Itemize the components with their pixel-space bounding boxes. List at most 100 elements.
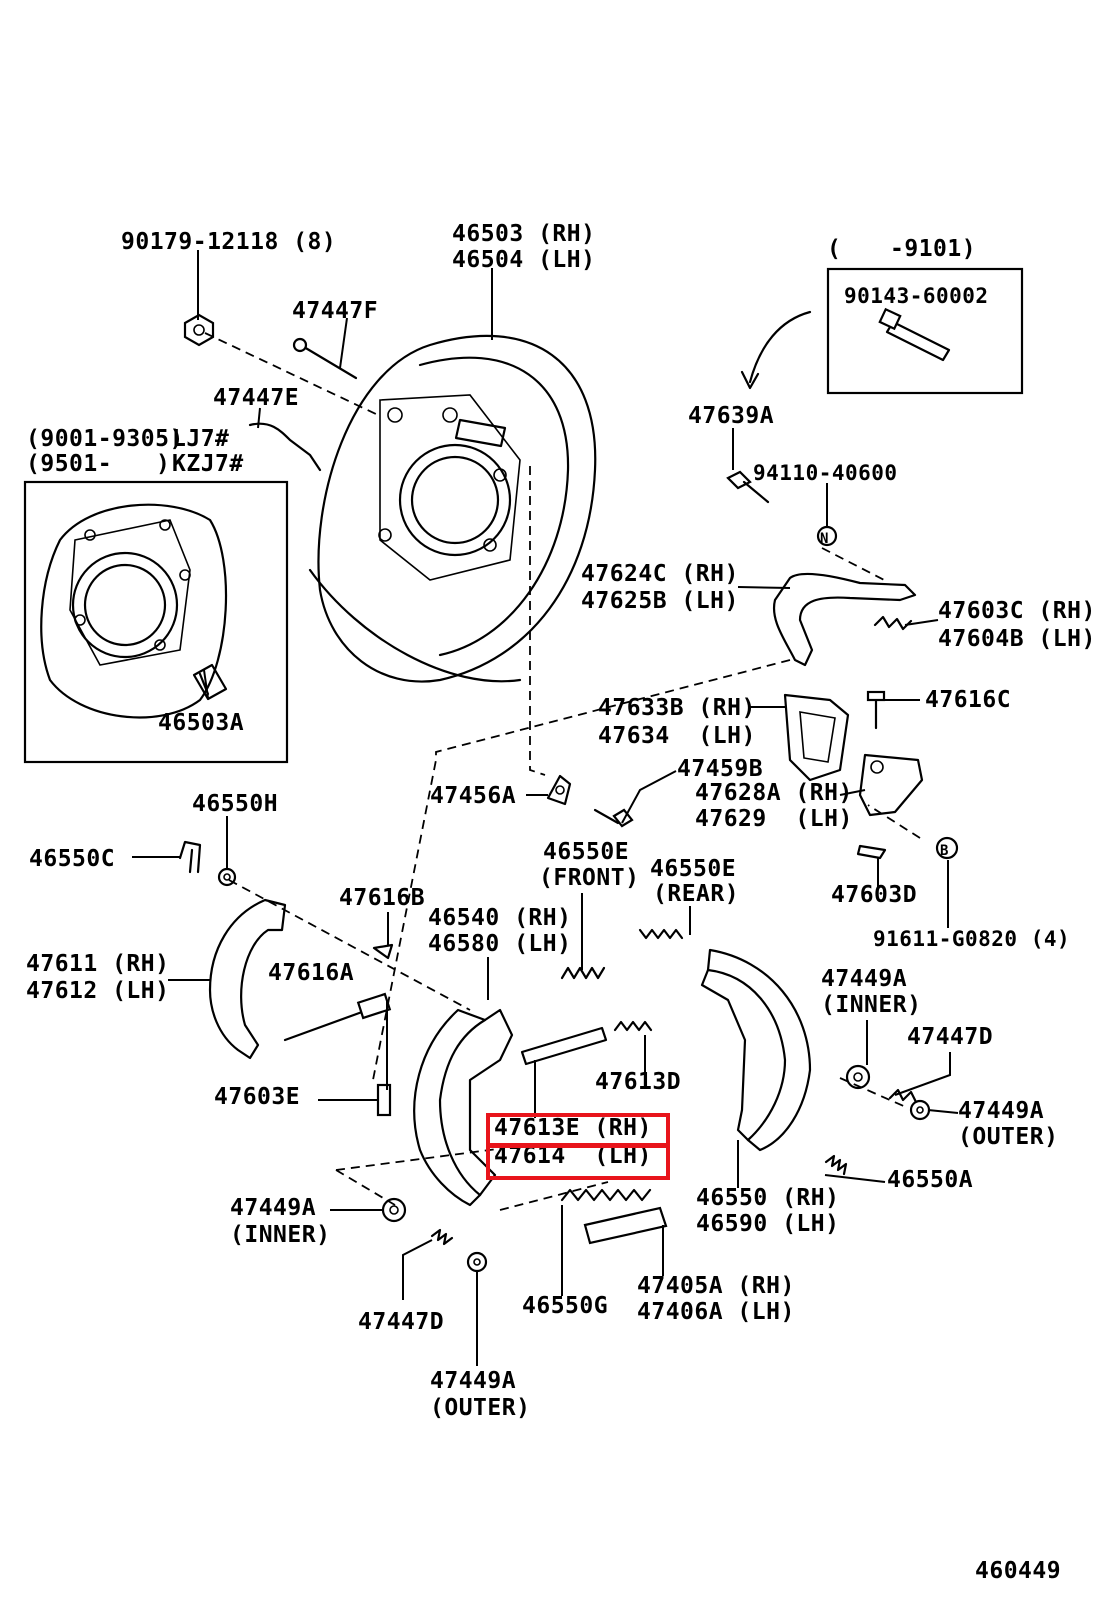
label-47447E: 47447E <box>213 385 299 411</box>
figure-id: 460449 <box>975 1558 1061 1584</box>
n-marker-label: N <box>820 531 829 547</box>
tube-47447E <box>248 422 322 472</box>
label-46590: 46590 (LH) <box>696 1211 839 1237</box>
inset-codes-2: (9501- <box>26 451 112 477</box>
spring-46550A <box>824 1154 848 1176</box>
adjuster-47613E <box>520 1026 608 1066</box>
shoe-46550 <box>700 948 812 1152</box>
label-47447D-right: 47447D <box>907 1024 993 1050</box>
inset-close-2: ) <box>156 451 170 477</box>
b-marker: B <box>935 836 959 860</box>
label-90179-12118: 90179-12118 (8) <box>121 229 336 255</box>
washer-47449A-inner-left <box>381 1197 407 1223</box>
label-47449A-outer-right: 47449A <box>958 1098 1044 1124</box>
label-inner-left: (INNER) <box>230 1222 330 1248</box>
label-46503A: 46503A <box>158 710 244 736</box>
label-outer-left: (OUTER) <box>430 1395 530 1421</box>
adjuster-47405A <box>583 1206 668 1245</box>
label-inner-right: (INNER) <box>821 992 921 1018</box>
label-47449A-inner-left: 47449A <box>230 1195 316 1221</box>
label-47639A: 47639A <box>688 403 774 429</box>
assembly-dash-lines <box>204 332 921 1211</box>
spring-47613D <box>613 1020 653 1032</box>
bolt-box-range: -9101) <box>890 236 976 262</box>
pin-47616C <box>866 690 886 730</box>
clip-47456A <box>546 774 572 806</box>
washer-47449A-outer-left <box>466 1251 488 1273</box>
label-47447F: 47447F <box>292 298 378 324</box>
label-47633B: 47633B (RH) <box>598 695 756 721</box>
highlight-boxes <box>486 1113 670 1180</box>
label-47634: 47634 (LH) <box>598 723 756 749</box>
label-47405A: 47405A (RH) <box>637 1273 795 1299</box>
label-47459B: 47459B <box>677 756 763 782</box>
label-47406A: 47406A (LH) <box>637 1299 795 1325</box>
label-47629: 47629 (LH) <box>695 806 853 832</box>
label-46550E-rear: 46550E <box>650 856 736 882</box>
label-47603C: 47603C (RH) <box>938 598 1094 624</box>
bolt-box <box>740 267 1024 395</box>
label-46504: 46504 (LH) <box>452 247 595 273</box>
spring-47447D-right <box>888 1088 918 1104</box>
shoe-46540 <box>413 1008 514 1207</box>
label-47616B: 47616B <box>339 885 425 911</box>
callout-labels: 90179-12118 (8) 46503 (RH) 46504 (LH) 47… <box>26 221 1094 1584</box>
label-90143-60002: 90143-60002 <box>844 284 989 308</box>
label-47616A: 47616A <box>268 960 354 986</box>
bolt-47447F <box>292 337 358 380</box>
label-47449A-inner-right: 47449A <box>821 966 907 992</box>
label-46503: 46503 (RH) <box>452 221 595 247</box>
pin-47603E <box>376 1083 392 1117</box>
bolt-47639A <box>726 470 770 504</box>
inset-model-1: LJ7# <box>172 426 229 452</box>
spring-46550G <box>560 1188 652 1202</box>
label-47603D: 47603D <box>831 882 917 908</box>
inset-codes-1: (9001-9305) <box>26 426 184 452</box>
spring-46550E-rear <box>638 928 684 940</box>
inset-model-2: KZJ7# <box>172 451 244 477</box>
bellcrank-47633B <box>783 693 850 782</box>
clip-47616B <box>372 943 394 960</box>
label-47613D: 47613D <box>595 1069 681 1095</box>
label-47611: 47611 (RH) <box>26 951 169 977</box>
label-front: (FRONT) <box>539 865 639 891</box>
label-47603E: 47603E <box>214 1084 300 1110</box>
strut-47616A <box>283 992 392 1042</box>
spring-46550E-front <box>560 966 606 980</box>
highlight-box-47614 <box>486 1144 670 1180</box>
label-47616C: 47616C <box>925 687 1011 713</box>
label-46550G: 46550G <box>522 1293 608 1319</box>
label-46550A: 46550A <box>887 1167 973 1193</box>
spring-47447D-left <box>430 1228 454 1246</box>
lever-47611 <box>208 898 287 1060</box>
label-46550: 46550 (RH) <box>696 1185 839 1211</box>
bolt-47459B <box>593 808 634 828</box>
label-46580: 46580 (LH) <box>428 931 571 957</box>
label-47456A: 47456A <box>430 783 516 809</box>
label-46550E-front: 46550E <box>543 839 629 865</box>
clip-46550C <box>178 840 202 874</box>
leader-lines <box>132 250 959 1366</box>
label-47604B: 47604B (LH) <box>938 626 1094 652</box>
spring-47603C <box>873 615 913 631</box>
label-94110-40600: 94110-40600 <box>753 461 898 485</box>
lever-47624C <box>772 572 917 667</box>
label-47613E: 47613E (RH) <box>494 1115 652 1141</box>
bracket-47628A <box>858 753 924 817</box>
label-47447D-left: 47447D <box>358 1309 444 1335</box>
clip-47603D <box>856 844 887 860</box>
backing-plate <box>308 334 597 683</box>
label-47625B: 47625B (LH) <box>581 588 739 614</box>
label-46540: 46540 (RH) <box>428 905 571 931</box>
washer-47449A-outer-right <box>909 1099 931 1121</box>
label-91611-G0820: 91611-G0820 (4) <box>873 927 1070 951</box>
b-marker-label: B <box>940 843 949 859</box>
label-47624C: 47624C (RH) <box>581 561 739 587</box>
label-outer-right: (OUTER) <box>958 1124 1058 1150</box>
label-46550C: 46550C <box>29 846 115 872</box>
label-47628A: 47628A (RH) <box>695 780 853 806</box>
bolt-box-open-paren: ( <box>827 236 841 262</box>
label-47612: 47612 (LH) <box>26 978 169 1004</box>
